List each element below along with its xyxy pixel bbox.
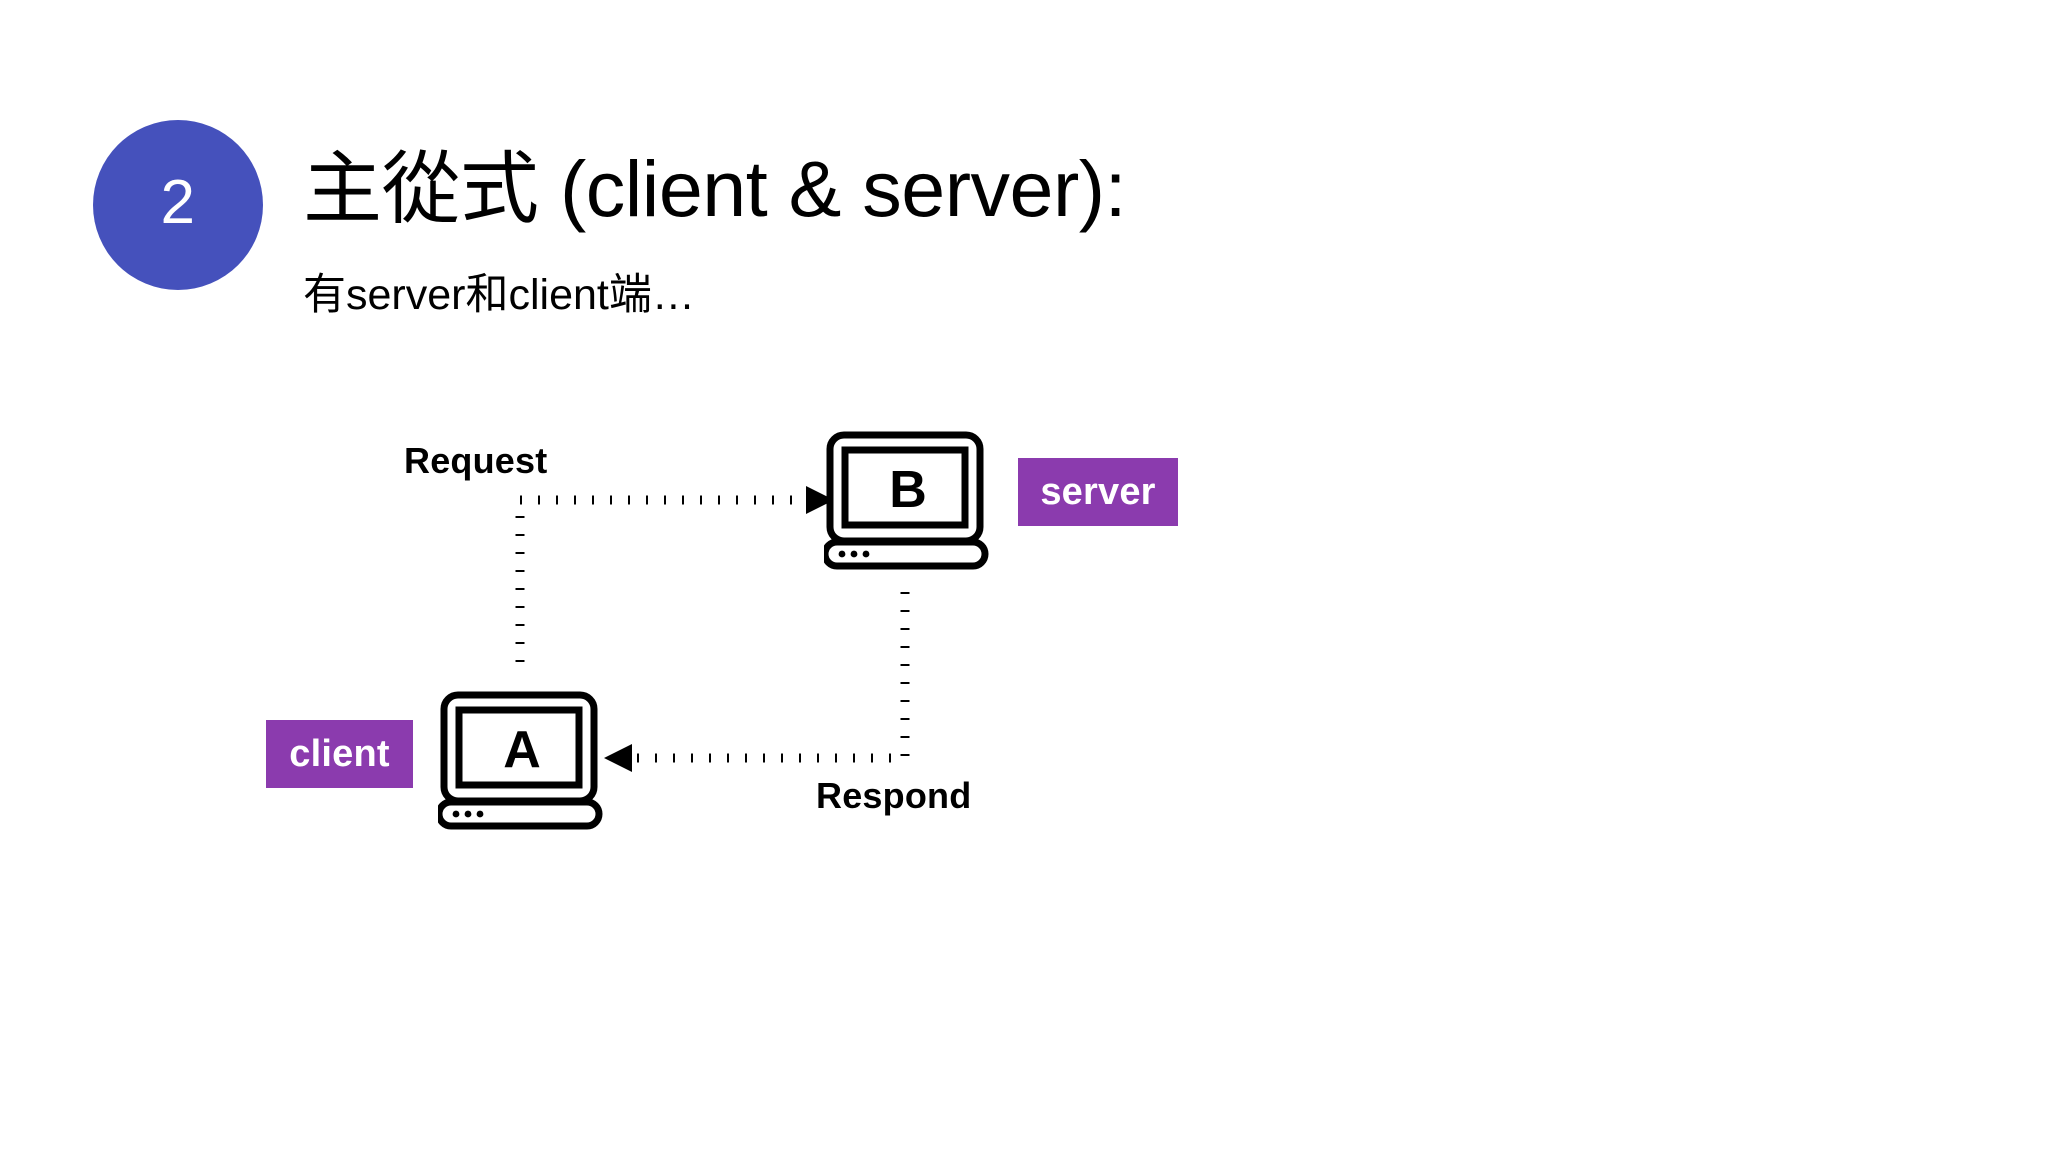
page-title: 主從式 (client & server): (303, 144, 1127, 233)
laptop-icon (824, 431, 989, 570)
node-a-letter: A (503, 721, 541, 779)
edge-label-request: Request (404, 440, 548, 481)
node-a-laptop[interactable]: A (438, 690, 606, 830)
status-badge-client: client (266, 720, 413, 788)
page-subtitle: 有server和client端… (303, 271, 695, 319)
step-number-badge: 2 (93, 120, 263, 290)
step-number-label: 2 (160, 168, 196, 237)
respond-arrowhead (604, 744, 632, 772)
respond-connector (604, 592, 910, 772)
request-connector (515, 486, 834, 662)
status-badge-server: server (1018, 458, 1178, 526)
node-b-letter: B (889, 461, 927, 519)
laptop-icon (438, 691, 603, 830)
node-b-laptop[interactable]: B (824, 430, 992, 570)
edge-label-respond: Respond (816, 775, 972, 816)
